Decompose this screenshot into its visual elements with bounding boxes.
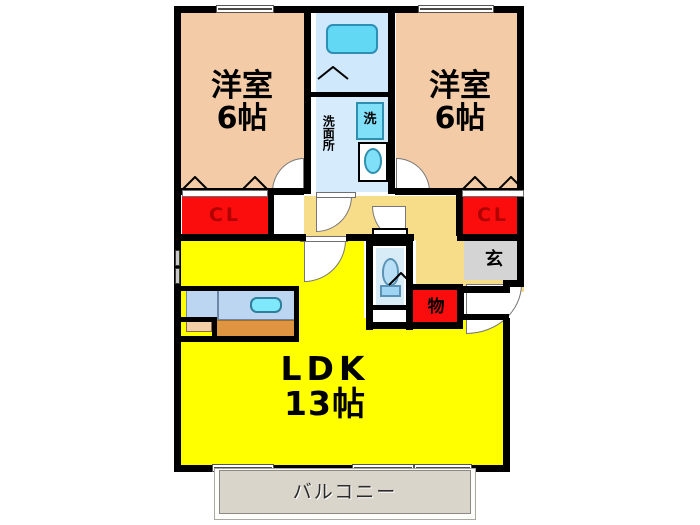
wall-storeroom-bottom (408, 322, 462, 329)
wall-kitchen-step (212, 317, 217, 342)
bedroom-right-name: 洋室 (429, 68, 491, 104)
bathtub-icon (326, 24, 378, 54)
door-washroom-leaf (316, 192, 356, 198)
closet-left-chevron-b-icon (242, 176, 268, 190)
wall-kitchen-top (181, 286, 299, 291)
bedroom-right-size: 6帖 (434, 100, 486, 136)
balcony-label: バルコニー (292, 481, 398, 503)
wall-storeroom-top (408, 284, 462, 290)
wall-closet-left-edge (268, 194, 274, 236)
closet-left-doors[interactable] (182, 190, 268, 197)
closet-right-label: CL (476, 204, 510, 226)
wall-entrance-bottom (462, 286, 510, 293)
toilet-tank-icon (380, 285, 401, 297)
slider-ldk-east-line (416, 467, 470, 469)
kitchen-counter-divider (217, 290, 219, 320)
window-bedroom-left-line (218, 8, 272, 10)
slider-ldk-mid-line (354, 467, 412, 469)
entrance-label: 玄 (485, 249, 503, 270)
room-bedroom-left (180, 12, 304, 192)
closet-right-chevron-a-icon (462, 176, 488, 190)
wall-kitchen-bottom (181, 336, 299, 342)
wall-closet-right-edge (456, 194, 463, 236)
wall-right-lower (503, 318, 510, 472)
closet-right-doors[interactable] (462, 190, 524, 197)
bath-door-chevron-icon (317, 66, 349, 80)
washroom-label: 洗面所 (321, 115, 336, 151)
closet-right-chevron-b-icon (498, 176, 524, 190)
wall-entrance-right (503, 280, 524, 287)
wall-left-lower (174, 234, 181, 472)
wall-ldk-east-top (457, 314, 509, 320)
wall-storeroom-right (457, 284, 463, 329)
door-ldk-leaf (300, 236, 348, 242)
washing-machine-icon (356, 102, 384, 140)
storeroom-label: 物 (427, 297, 445, 317)
closet-left-label: CL (208, 204, 242, 226)
vanity-basin-icon (364, 148, 382, 174)
bedroom-left-name: 洋室 (211, 68, 273, 104)
wall-kitchen-mid (181, 317, 217, 322)
bedroom-left-label: 洋室 6帖 (180, 70, 304, 135)
window-ldk-left-lower (175, 268, 180, 284)
wall-toilet-top (366, 240, 413, 246)
bedroom-right-label: 洋室 6帖 (396, 70, 524, 135)
wall-right-upper (517, 6, 524, 286)
ldk-size: 13帖 (284, 383, 366, 423)
bedroom-left-size: 6帖 (216, 100, 268, 136)
storeroom: 物 (412, 288, 460, 326)
wall-corridor-bottom-right (457, 234, 524, 241)
ldk-name: LDK (280, 349, 370, 388)
wall-kitchen-right (294, 286, 299, 342)
room-entrance (464, 240, 524, 280)
window-bedroom-right-line (420, 8, 492, 10)
washing-machine-label: 洗 (363, 112, 377, 127)
closet-left-chevron-a-icon (182, 176, 208, 190)
slider-ldk-west-line (214, 467, 272, 469)
wall-toilet-mid (366, 305, 413, 310)
wall-corridor-bottom-left (180, 234, 306, 241)
closet-right: CL (462, 196, 524, 234)
wall-left-upper (174, 6, 181, 236)
wall-corridor-bottom-mid (346, 234, 414, 241)
balcony (219, 470, 471, 514)
wall-toilet-left (366, 240, 373, 330)
wall-bedroom-right-bottom (395, 188, 524, 195)
window-ldk-left-upper (175, 250, 180, 266)
wall-toilet-bottom (366, 322, 413, 329)
ldk-label: LDK 13帖 (200, 349, 450, 423)
wall-top (180, 6, 524, 13)
wall-bath-washroom-div (311, 92, 389, 97)
room-bedroom-right (396, 12, 524, 192)
room-ldk-east (180, 318, 510, 465)
wall-bath-right (388, 6, 395, 194)
wall-bath-left (304, 6, 311, 194)
kitchen-sink-icon (250, 297, 282, 313)
closet-left: CL (182, 196, 268, 234)
